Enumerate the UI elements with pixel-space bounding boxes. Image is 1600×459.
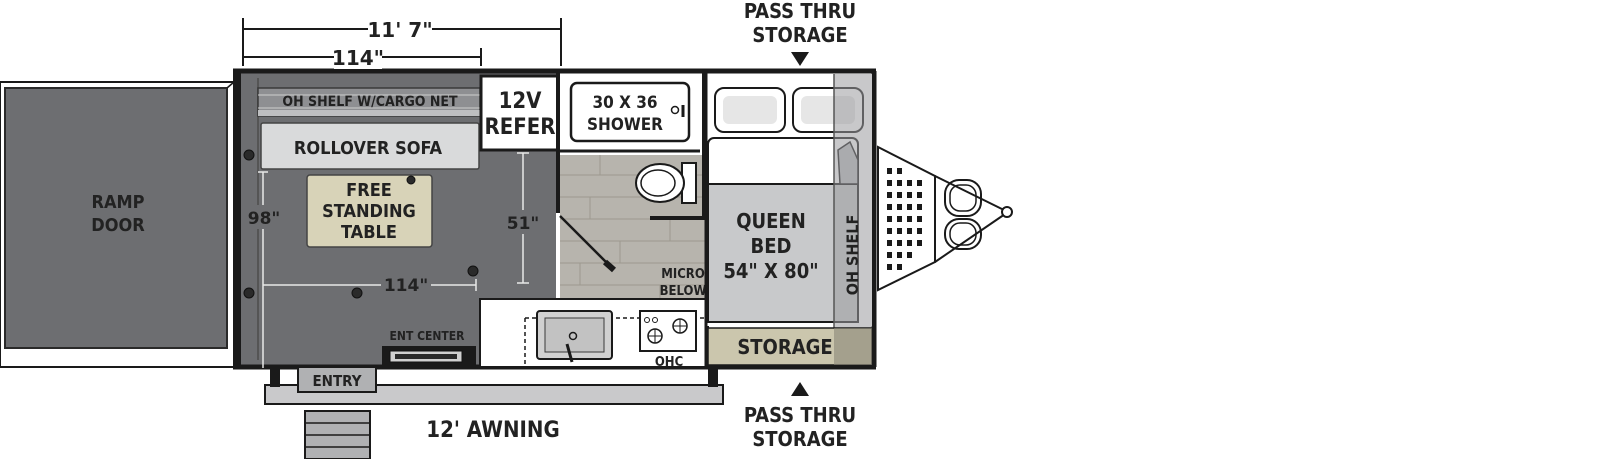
rollover-sofa: ROLLOVER SOFA: [260, 122, 480, 170]
awning: [264, 367, 724, 405]
floor-length-dim: 114": [384, 276, 428, 296]
pass-thru-top: PASS THRU STORAGE: [744, 0, 856, 66]
ramp-door: RAMP DOOR: [0, 81, 235, 368]
shower-label-2: SHOWER: [587, 115, 663, 135]
ent-center-label: ENT CENTER: [390, 329, 466, 343]
overall-length-dim: 11' 7": [367, 18, 432, 42]
refer-label-2: REFER: [484, 115, 555, 140]
tie-downs: [243, 149, 479, 299]
ohc-label: OHC: [655, 355, 683, 370]
pass-thru-top-1: PASS THRU: [744, 0, 856, 23]
pass-thru-bottom-2: STORAGE: [752, 427, 847, 451]
pass-thru-bottom-1: PASS THRU: [744, 403, 856, 427]
ramp-door-label-2: DOOR: [91, 215, 145, 236]
up-arrow-icon: [791, 382, 809, 396]
down-arrow-icon: [791, 52, 809, 66]
pass-thru-bottom: PASS THRU STORAGE: [744, 382, 856, 451]
entry-label: ENTRY: [312, 372, 361, 390]
oh-shelf-label: OH SHELF: [843, 215, 862, 296]
free-standing-table: FREE STANDING TABLE: [306, 174, 433, 248]
pass-thru-top-2: STORAGE: [752, 23, 847, 47]
12v-refer: 12V REFER: [479, 74, 560, 152]
bed-label-3: 54" X 80": [723, 259, 818, 283]
ramp-door-label-1: RAMP: [92, 192, 145, 213]
table-label-3: TABLE: [341, 222, 397, 243]
oh-shelf-cargo-label: OH SHELF W/CARGO NET: [282, 94, 458, 110]
table-label-1: FREE: [346, 180, 392, 201]
ent-center: ENT CENTER: [382, 329, 476, 366]
bathroom: 30 X 36 SHOWER MICRO BELOW: [556, 72, 707, 299]
oh-shelf-cargo-net: OH SHELF W/CARGO NET: [257, 87, 481, 117]
interior-dims: [258, 152, 529, 368]
rollover-sofa-label: ROLLOVER SOFA: [294, 138, 443, 159]
micro-label-1: MICRO: [661, 267, 705, 282]
aisle-width-dim: 51": [507, 214, 540, 234]
toilet: [635, 162, 697, 204]
hitch: [877, 145, 1013, 292]
bedroom: QUEEN BED 54" X 80" OH SHELF STORAGE: [704, 72, 873, 367]
table-label-2: STANDING: [322, 201, 416, 222]
awning-label: 12' AWNING: [426, 418, 559, 443]
entry-step: [304, 410, 371, 459]
interior-length-dim: 114": [332, 46, 384, 70]
bed-label-2: BED: [751, 234, 792, 258]
kitchen-counter: OHC: [479, 298, 709, 370]
micro-label-2: BELOW: [660, 284, 707, 299]
refer-label-1: 12V: [499, 89, 543, 114]
shower-label-1: 30 X 36: [592, 93, 657, 113]
entry-door: ENTRY: [297, 366, 377, 393]
interior-width-dim: 98": [248, 209, 281, 229]
storage-label: STORAGE: [737, 335, 832, 359]
bed-label-1: QUEEN: [736, 209, 806, 233]
